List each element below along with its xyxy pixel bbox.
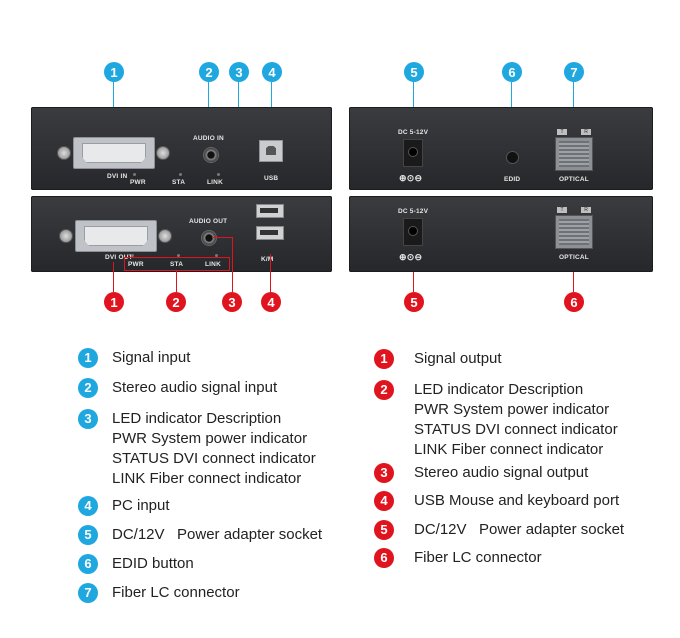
link-led — [217, 173, 220, 176]
callout-badge: 5 — [404, 62, 424, 82]
dvi-out-port — [75, 220, 157, 252]
sta-led — [177, 254, 180, 257]
legend-badge: 7 — [78, 583, 98, 603]
legend-badge: 6 — [374, 548, 394, 568]
pwr-led — [131, 254, 134, 257]
legend-badge: 4 — [374, 491, 394, 511]
dc-power-socket — [403, 139, 423, 167]
legend-text: USB Mouse and keyboard port — [414, 492, 620, 509]
usb-a-port-top — [256, 204, 284, 218]
legend-badge: 2 — [78, 378, 98, 398]
t-tag: T — [557, 129, 567, 135]
callout-badge: 2 — [199, 62, 219, 82]
legend-text: LINK Fiber connect indicator — [112, 470, 302, 487]
dvi-in-label: DVI IN — [107, 173, 128, 180]
legend-badge: 2 — [374, 380, 394, 400]
edid-button — [506, 151, 519, 164]
sta-led — [179, 173, 182, 176]
optical-label: OPTICAL — [559, 254, 589, 261]
optical-label: OPTICAL — [559, 176, 589, 183]
usb-a-port-bottom — [256, 226, 284, 240]
legend-text: Stereo audio signal output — [414, 464, 589, 481]
callout-badge: 6 — [564, 292, 584, 312]
pwr-label: PWR — [130, 179, 146, 186]
sfp-fiber-port — [555, 137, 593, 171]
legend-text: PWR System power indicator — [414, 401, 610, 418]
callout-badge: 5 — [404, 292, 424, 312]
dc-label: DC 5-12V — [398, 208, 429, 215]
audio-out-jack — [201, 230, 217, 246]
callout-badge: 2 — [166, 292, 186, 312]
legend-text: Signal input — [112, 349, 191, 366]
legend-text: LED indicator Description — [112, 410, 282, 427]
pwr-label: PWR — [128, 261, 144, 268]
km-label: K/M — [261, 256, 274, 263]
dvi-in-port — [73, 137, 155, 169]
link-led — [215, 254, 218, 257]
r-tag: R — [581, 207, 591, 213]
audio-in-label: AUDIO IN — [193, 135, 224, 142]
usb-b-port — [259, 140, 283, 162]
legend-badge: 1 — [374, 349, 394, 369]
dc-label: DC 5-12V — [398, 129, 429, 136]
legend-text: STATUS DVI connect indicator — [112, 450, 316, 467]
legend-text: LED indicator Description — [414, 381, 584, 398]
legend-badge: 3 — [374, 463, 394, 483]
legend-text: PC input — [112, 497, 170, 514]
callout-badge: 6 — [502, 62, 522, 82]
r-tag: R — [581, 129, 591, 135]
legend-text: Fiber LC connector — [112, 584, 240, 601]
dvi-screw — [57, 146, 71, 160]
sta-label: STA — [172, 179, 186, 186]
legend-text: LINK Fiber connect indicator — [414, 441, 604, 458]
dc-power-socket — [403, 218, 423, 246]
callout-badge: 7 — [564, 62, 584, 82]
dvi-screw — [158, 229, 172, 243]
callout-badge: 1 — [104, 62, 124, 82]
transmitter-front-panel: DVI IN AUDIO IN PWR STA LINK USB — [31, 107, 332, 190]
receiver-front-panel: DVI OUT AUDIO OUT PWR STA LINK K/M — [31, 196, 332, 272]
sta-label: STA — [170, 261, 184, 268]
polarity-symbol: ⊕⊙⊖ — [399, 252, 423, 262]
legend-text: Fiber LC connector — [414, 549, 542, 566]
legend-badge: 1 — [78, 348, 98, 368]
legend-badge: 4 — [78, 496, 98, 516]
t-tag: T — [557, 207, 567, 213]
link-label: LINK — [207, 179, 223, 186]
pwr-led — [133, 173, 136, 176]
dvi-screw — [156, 146, 170, 160]
legend-text: DC/12V Power adapter socket — [414, 521, 625, 538]
callout-badge: 3 — [222, 292, 242, 312]
callout-badge: 3 — [229, 62, 249, 82]
legend-text: Stereo audio signal input — [112, 379, 278, 396]
audio-out-label: AUDIO OUT — [189, 218, 228, 225]
callout-badge: 1 — [104, 292, 124, 312]
legend-text: DC/12V Power adapter socket — [112, 526, 323, 543]
legend-badge: 6 — [78, 554, 98, 574]
legend-badge: 3 — [78, 409, 98, 429]
legend-text: STATUS DVI connect indicator — [414, 421, 618, 438]
dvi-out-label: DVI OUT — [105, 254, 133, 261]
sfp-fiber-port — [555, 215, 593, 249]
polarity-symbol: ⊕⊙⊖ — [399, 173, 423, 183]
legend-badge: 5 — [374, 520, 394, 540]
link-label: LINK — [205, 261, 221, 268]
legend-text: Signal output — [414, 350, 502, 367]
callout-badge: 4 — [261, 292, 281, 312]
audio-in-jack — [203, 147, 219, 163]
callout-badge: 4 — [262, 62, 282, 82]
receiver-rear-panel: DC 5-12V ⊕⊙⊖ T R OPTICAL — [349, 196, 653, 272]
edid-label: EDID — [504, 176, 521, 183]
usb-label: USB — [264, 175, 279, 182]
legend-badge: 5 — [78, 525, 98, 545]
legend-text: EDID button — [112, 555, 194, 572]
transmitter-rear-panel: DC 5-12V ⊕⊙⊖ EDID T R OPTICAL — [349, 107, 653, 190]
legend-text: PWR System power indicator — [112, 430, 308, 447]
dvi-screw — [59, 229, 73, 243]
